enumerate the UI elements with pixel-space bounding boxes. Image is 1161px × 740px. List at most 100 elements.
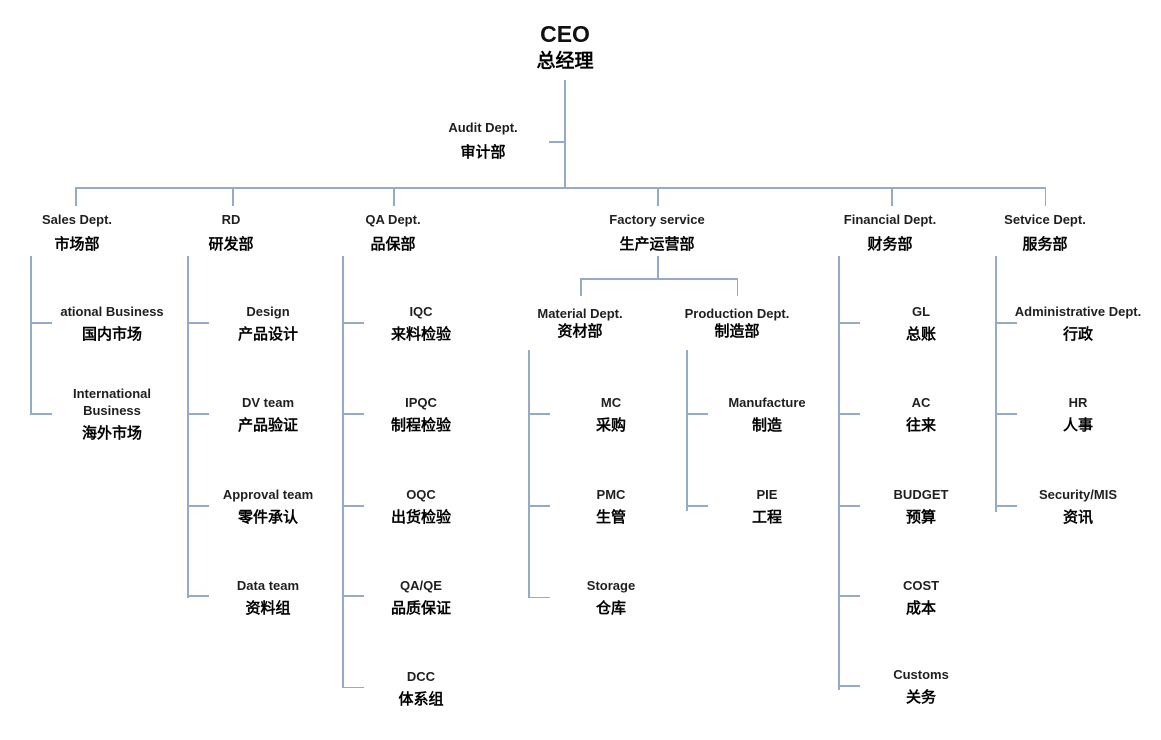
connector-tick-rd-child-3 <box>187 595 209 597</box>
connector-tick-sales <box>75 187 77 206</box>
unit-label-zh: 体系组 <box>398 691 444 708</box>
connector-main-bar <box>75 187 1046 189</box>
node-qa-qaqe: QA/QE 品质保证 <box>341 577 501 618</box>
connector-tick-material-child-0 <box>528 413 550 415</box>
subdept-label-zh: 资材部 <box>557 323 603 340</box>
node-material-pmc: PMC 生管 <box>531 486 691 527</box>
node-financial-cost: COST 成本 <box>841 577 1001 618</box>
unit-label-en: PMC <box>596 487 626 502</box>
unit-label-zh: 零件承认 <box>237 509 298 526</box>
connector-trunk-rd <box>187 256 189 598</box>
node-rd-data-team: Data team 资料组 <box>188 577 348 618</box>
node-financial-customs: Customs 关务 <box>841 666 1001 707</box>
node-dept-rd: RD 研发部 <box>151 211 311 254</box>
connector-factory-drop-material <box>580 278 582 296</box>
connector-tick-financial <box>891 187 893 206</box>
unit-label-zh: 产品设计 <box>237 326 298 343</box>
ceo-title-en: CEO <box>540 21 590 47</box>
connector-tick-financial-child-1 <box>838 413 860 415</box>
connector-tick-qa-child-1 <box>342 413 364 415</box>
unit-label-en: Security/MIS <box>1038 487 1118 502</box>
connector-tick-service-child-0 <box>995 322 1017 324</box>
connector-tick-rd <box>232 187 234 206</box>
unit-label-zh: 国内市场 <box>81 326 142 343</box>
node-material-storage: Storage 仓库 <box>531 577 691 618</box>
node-service-hr: HR 人事 <box>998 394 1158 435</box>
node-dept-factory: Factory service 生产运营部 <box>577 211 737 254</box>
unit-label-en: COST <box>902 578 940 593</box>
subdept-label-zh: 制造部 <box>714 323 760 340</box>
audit-label-zh: 审计部 <box>460 144 506 161</box>
unit-label-en: International Business <box>72 386 151 418</box>
unit-label-zh: 关务 <box>905 689 936 706</box>
node-dept-qa: QA Dept. 品保部 <box>313 211 473 254</box>
unit-label-en: QA/QE <box>400 578 442 593</box>
audit-label-en: Audit Dept. <box>448 120 518 135</box>
connector-tick-financial-child-2 <box>838 505 860 507</box>
unit-label-en: DV team <box>241 395 295 410</box>
connector-tick-rd-child-0 <box>187 322 209 324</box>
dept-label-en: Setvice Dept. <box>1004 212 1086 227</box>
connector-tick-production-child-0 <box>686 413 708 415</box>
unit-label-en: MC <box>600 395 622 410</box>
unit-label-en: Approval team <box>222 487 314 502</box>
node-qa-dcc: DCC 体系组 <box>341 668 501 709</box>
unit-label-en: OQC <box>406 487 436 502</box>
unit-label-en: Administrative Dept. <box>1014 304 1142 319</box>
dept-label-zh: 财务部 <box>867 236 913 253</box>
connector-tick-factory <box>657 187 659 206</box>
connector-tick-production-child-1 <box>686 505 708 507</box>
node-production-pie: PIE 工程 <box>687 486 847 527</box>
ceo-title-zh: 总经理 <box>536 51 594 72</box>
connector-tick-qa-child-0 <box>342 322 364 324</box>
dept-label-en: Financial Dept. <box>843 212 937 227</box>
unit-label-zh: 品质保证 <box>390 600 451 617</box>
unit-label-en: Manufacture <box>728 395 806 410</box>
dept-label-en: Sales Dept. <box>41 212 113 227</box>
node-sales-national-business: ational Business 国内市场 <box>32 303 192 344</box>
connector-tick-sales-child-1 <box>30 413 52 415</box>
connector-tick-service <box>1044 187 1046 206</box>
unit-label-en: DCC <box>406 669 436 684</box>
unit-label-zh: 生管 <box>595 509 626 526</box>
node-rd-dv-team: DV team 产品验证 <box>188 394 348 435</box>
node-rd-approval-team: Approval team 零件承认 <box>188 486 348 527</box>
node-production-manufacture: Manufacture 制造 <box>687 394 847 435</box>
unit-label-zh: 来料检验 <box>390 326 451 343</box>
connector-ceo-trunk <box>564 80 566 187</box>
unit-label-en: IPQC <box>405 395 437 410</box>
subdept-label-en: Material Dept. <box>537 306 623 321</box>
node-production-dept: Production Dept. 制造部 <box>657 305 817 341</box>
connector-tick-rd-child-1 <box>187 413 209 415</box>
node-dept-financial: Financial Dept. 财务部 <box>810 211 970 254</box>
dept-label-zh: 生产运营部 <box>619 236 695 253</box>
dept-label-en: QA Dept. <box>365 212 421 227</box>
dept-label-zh: 品保部 <box>370 236 416 253</box>
dept-label-zh: 服务部 <box>1022 236 1068 253</box>
connector-tick-qa-child-3 <box>342 595 364 597</box>
unit-label-zh: 海外市场 <box>81 425 142 442</box>
connector-trunk-financial <box>838 256 840 690</box>
unit-label-en: Design <box>246 304 290 319</box>
unit-label-zh: 出货检验 <box>390 509 451 526</box>
unit-label-en: PIE <box>756 487 778 502</box>
dept-label-en: RD <box>221 212 241 227</box>
unit-label-en: Customs <box>893 667 949 682</box>
connector-tick-material-child-2 <box>528 596 550 598</box>
node-dept-service: Setvice Dept. 服务部 <box>965 211 1125 254</box>
subdept-label-en: Production Dept. <box>684 306 790 321</box>
node-audit-dept: Audit Dept. 审计部 <box>403 119 563 162</box>
connector-audit-tick <box>549 141 565 143</box>
unit-label-zh: 行政 <box>1062 326 1093 343</box>
connector-tick-qa <box>393 187 395 206</box>
connector-tick-service-child-1 <box>995 413 1017 415</box>
unit-label-zh: 资料组 <box>245 600 291 617</box>
unit-label-en: BUDGET <box>893 487 949 502</box>
connector-tick-qa-child-4 <box>342 686 364 688</box>
connector-factory-bracket <box>580 278 738 280</box>
unit-label-en: ational Business <box>60 304 164 319</box>
node-service-administrative: Administrative Dept. 行政 <box>998 303 1158 344</box>
node-material-dept: Material Dept. 资材部 <box>500 305 660 341</box>
connector-tick-sales-child-0 <box>30 322 52 324</box>
